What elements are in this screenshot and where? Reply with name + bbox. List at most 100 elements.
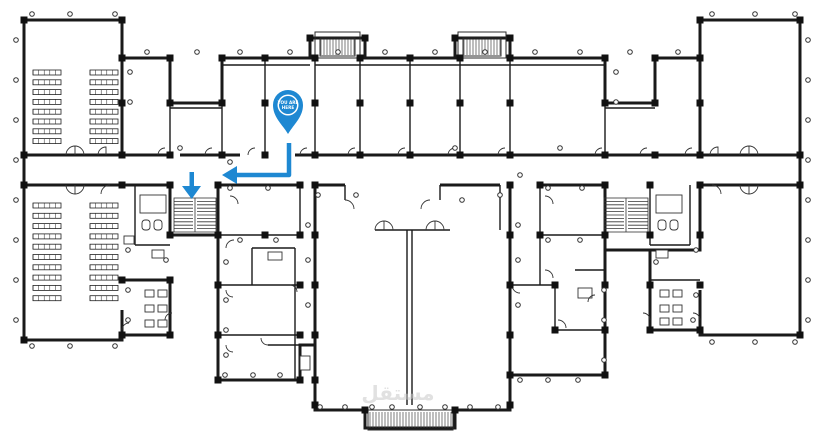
column [218,54,226,62]
annotation-dot [223,259,229,265]
annotation-dot [515,257,521,263]
column [696,281,704,289]
annotation-dot [805,157,811,163]
annotation-dot [13,117,19,123]
desk-row [89,264,119,271]
annotation-dot [163,257,169,263]
annotation-dot [223,352,229,358]
annotation-dot [601,287,607,293]
route-down-shaft [189,172,194,188]
column [506,99,514,107]
column [261,99,269,107]
annotation-dot [223,327,229,333]
annotation-dot [127,69,133,75]
annotation-dots [13,11,811,410]
staircase-right [603,197,649,233]
desk-row [89,284,119,291]
marker-label-line1: YOU ARE [277,100,299,105]
desk-row [32,118,62,125]
annotation-dot [227,159,233,165]
annotation-dot [442,404,448,410]
annotation-dot [557,145,563,151]
annotation-dot [127,99,133,105]
desk-row [89,79,119,86]
annotation-dot [545,237,551,243]
desk-row [32,212,62,219]
annotation-dot [577,237,583,243]
column [118,54,126,62]
column [601,151,609,159]
column [361,406,369,414]
annotation-dot [579,185,585,191]
annotation-dot [265,185,271,191]
annotation-dot [227,185,233,191]
annotation-dot [515,302,521,308]
column [166,151,174,159]
annotation-dot [315,192,321,198]
column [296,281,304,289]
column [356,54,364,62]
column [696,231,704,239]
annotation-dot [144,49,150,55]
annotation-dot [693,292,699,298]
desk-row [89,99,119,105]
annotation-dot [13,277,19,283]
seating-left-lower [32,202,119,302]
desk-row [32,138,62,145]
annotation-dot [545,377,551,383]
column [311,181,319,189]
annotation-dot [67,11,73,17]
column [20,181,28,189]
column [696,54,704,62]
column [356,151,364,159]
column [296,231,304,239]
annotation-dot [13,157,19,163]
column [456,151,464,159]
column [506,34,514,42]
column [796,331,804,339]
column [166,276,174,284]
column [20,151,28,159]
you-are-here-marker[interactable]: YOU ARE HERE [273,90,303,134]
desk-row [32,69,62,76]
column [20,336,28,344]
desk-row [89,223,119,230]
column [651,151,659,159]
annotation-dot [805,77,811,83]
route-line [236,143,292,178]
column [506,281,514,289]
column [456,54,464,62]
column [696,99,704,107]
annotation-dot [613,69,619,75]
column [651,54,659,62]
annotation-dot [389,404,395,410]
annotation-dot [601,317,607,323]
annotation-dot [752,339,758,345]
annotation-dot [482,49,488,55]
annotation-dot [237,237,243,243]
column [696,16,704,24]
structural-columns [20,16,804,414]
column [166,231,174,239]
column [218,151,226,159]
column [696,326,704,334]
column [214,281,222,289]
annotation-dot [177,145,183,151]
column [451,406,459,414]
column [551,326,559,334]
column [551,281,559,289]
annotation-dot [13,77,19,83]
washroom-right [267,194,683,371]
column [20,16,28,24]
marker-label-line2: HERE [282,105,295,110]
annotation-dot [577,49,583,55]
annotation-dot [305,222,311,228]
column [118,151,126,159]
annotation-dot [517,377,523,383]
column [296,181,304,189]
column [166,99,174,107]
column [311,54,319,62]
column [306,34,314,42]
column [506,231,514,239]
column [214,231,222,239]
